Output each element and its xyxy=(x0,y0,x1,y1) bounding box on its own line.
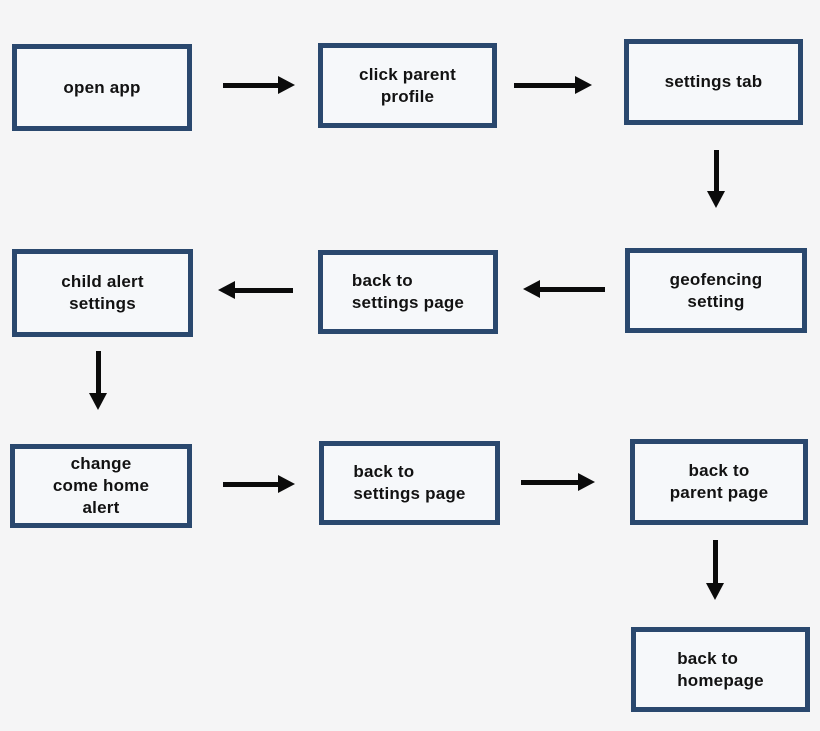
node-geofencing-setting: geofencing setting xyxy=(625,248,807,333)
node-back-to-homepage-label: back to homepage xyxy=(677,648,764,690)
node-settings-tab-label: settings tab xyxy=(664,72,763,92)
arrow-shaft xyxy=(96,351,101,396)
arrow-child-alert-settings-to-change-come-home-alert xyxy=(89,351,107,410)
arrow-shaft xyxy=(223,482,281,487)
node-back-to-settings-page-1: back to settings page xyxy=(318,250,498,334)
arrow-shaft xyxy=(713,540,718,586)
arrow-change-come-home-alert-to-back-to-settings-page xyxy=(223,475,295,493)
arrow-right-head-icon xyxy=(278,475,295,493)
node-back-to-settings-page-2-label: back to settings page xyxy=(353,462,466,503)
arrow-geofencing-setting-to-back-to-settings-page xyxy=(523,280,605,298)
node-change-come-home-alert-label: change come home alert xyxy=(52,454,150,517)
arrow-back-to-settings-page-to-child-alert-settings xyxy=(218,281,293,299)
arrow-right-head-icon xyxy=(278,76,295,94)
node-back-to-homepage: back to homepage xyxy=(631,627,810,712)
arrow-click-parent-profile-to-settings-tab xyxy=(514,76,592,94)
arrow-shaft xyxy=(514,83,578,88)
arrow-down-head-icon xyxy=(706,583,724,600)
node-back-to-parent-page-label: back to parent page xyxy=(669,461,769,502)
arrow-left-head-icon xyxy=(218,281,235,299)
arrow-left-head-icon xyxy=(523,280,540,298)
arrow-down-head-icon xyxy=(707,191,725,208)
arrow-right-head-icon xyxy=(578,473,595,491)
arrow-settings-tab-to-geofencing-setting xyxy=(707,150,725,208)
arrow-shaft xyxy=(232,288,293,293)
node-open-app: open app xyxy=(12,44,192,131)
node-click-parent-profile: click parent profile xyxy=(318,43,497,128)
node-child-alert-settings-label: child alert settings xyxy=(61,272,144,313)
node-back-to-settings-page-1-label: back to settings page xyxy=(351,271,465,312)
node-change-come-home-alert: change come home alert xyxy=(10,444,192,528)
node-open-app-label: open app xyxy=(63,77,141,97)
arrow-shaft xyxy=(537,287,605,292)
arrow-shaft xyxy=(521,480,581,485)
arrow-shaft xyxy=(223,83,281,88)
node-click-parent-profile-label: click parent profile xyxy=(359,64,456,106)
node-back-to-parent-page: back to parent page xyxy=(630,439,808,525)
arrow-back-to-settings-page-to-back-to-parent-page xyxy=(521,473,595,491)
arrow-shaft xyxy=(714,150,719,194)
arrow-back-to-parent-page-to-back-to-homepage xyxy=(706,540,724,600)
arrow-right-head-icon xyxy=(575,76,592,94)
node-child-alert-settings: child alert settings xyxy=(12,249,193,337)
node-settings-tab: settings tab xyxy=(624,39,803,125)
arrow-open-app-to-click-parent-profile xyxy=(223,76,295,94)
node-geofencing-setting-label: geofencing setting xyxy=(669,269,763,311)
node-back-to-settings-page-2: back to settings page xyxy=(319,441,500,525)
arrow-down-head-icon xyxy=(89,393,107,410)
